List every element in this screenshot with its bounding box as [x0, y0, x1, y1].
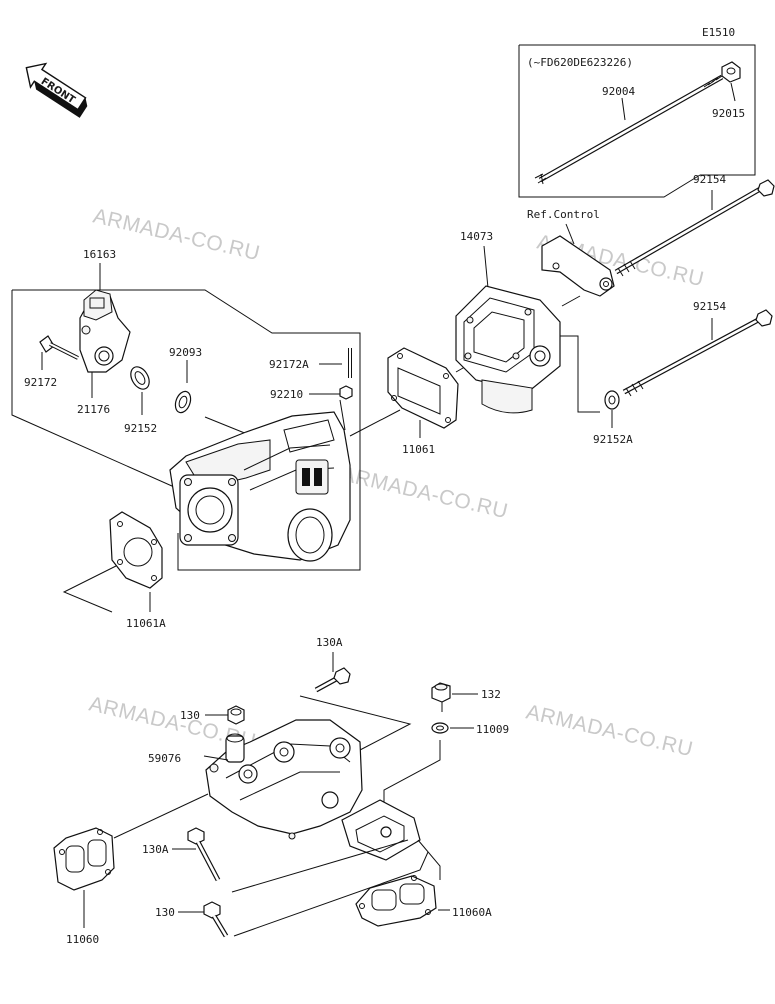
throttle-body [169, 399, 351, 562]
label-16163: 16163 [83, 248, 116, 261]
serial-box: (~FD620DE623226) [518, 44, 756, 198]
bolt-130A-top: 130A [299, 636, 412, 751]
stud-92004: 92004 [534, 74, 724, 185]
label-11061: 11061 [402, 443, 435, 456]
bolt-92154-top: 92154 [614, 173, 775, 277]
bolt-130-top: 130 [180, 705, 245, 725]
gasket-11061A: 11061A [62, 511, 166, 630]
ref-control-label: Ref.Control [527, 208, 600, 221]
gasket-11060A: 11060A [355, 839, 492, 927]
diagram-code: E1510 [702, 26, 735, 39]
label-92152: 92152 [124, 422, 157, 435]
gasket-11009: 11009 [383, 722, 509, 806]
bolt-92154-bottom: 92154 [622, 300, 773, 397]
gasket-11060: 11060 [53, 793, 209, 946]
sensor-21176: 21176 [77, 289, 131, 416]
bolt-130-bottom: 130 [155, 851, 429, 938]
label-11009: 11009 [476, 723, 509, 736]
label-92015: 92015 [712, 107, 745, 120]
label-92152A: 92152A [593, 433, 633, 446]
label-92154-bottom: 92154 [693, 300, 726, 313]
label-92172A: 92172A [269, 358, 309, 371]
screw-92172A: 92172A 92210 [269, 348, 353, 401]
label-21176: 21176 [77, 403, 110, 416]
label-130A-bottom: 130A [142, 843, 169, 856]
label-130A-top: 130A [316, 636, 343, 649]
seal-92093: 92093 [169, 346, 202, 414]
bolt-132: 132 [431, 682, 501, 712]
nut-92015: 92015 [712, 61, 745, 120]
label-132: 132 [481, 688, 501, 701]
label-11060: 11060 [66, 933, 99, 946]
oring-92152: 92152 [124, 366, 157, 435]
label-14073: 14073 [460, 230, 493, 243]
label-11060A: 11060A [452, 906, 492, 919]
housing-59076: 59076 [148, 719, 421, 861]
front-arrow: FRONT [25, 62, 88, 118]
label-92210: 92210 [270, 388, 303, 401]
ref-control-bracket: Ref.Control [527, 208, 615, 297]
label-92004: 92004 [602, 85, 635, 98]
serial-note: (~FD620DE623226) [527, 56, 633, 69]
label-92093: 92093 [169, 346, 202, 359]
bracket-16163: 16163 [11, 248, 361, 571]
bolt-130A-bottom: 130A [142, 827, 409, 893]
duct-14073: 14073 [455, 230, 600, 414]
screw-92172: 92172 [24, 335, 79, 389]
label-92154-top: 92154 [693, 173, 726, 186]
gasket-11061: 11061 [349, 347, 471, 456]
watermark-1: ARMADA-CO.RU [91, 204, 262, 265]
label-59076: 59076 [148, 752, 181, 765]
watermark-5: ARMADA-CO.RU [524, 700, 695, 761]
watermark-3: ARMADA-CO.RU [339, 462, 510, 523]
label-11061A: 11061A [126, 617, 166, 630]
label-130-bottom: 130 [155, 906, 175, 919]
label-92172: 92172 [24, 376, 57, 389]
collar-92152A: 92152A [593, 390, 633, 446]
label-130-top: 130 [180, 709, 200, 722]
